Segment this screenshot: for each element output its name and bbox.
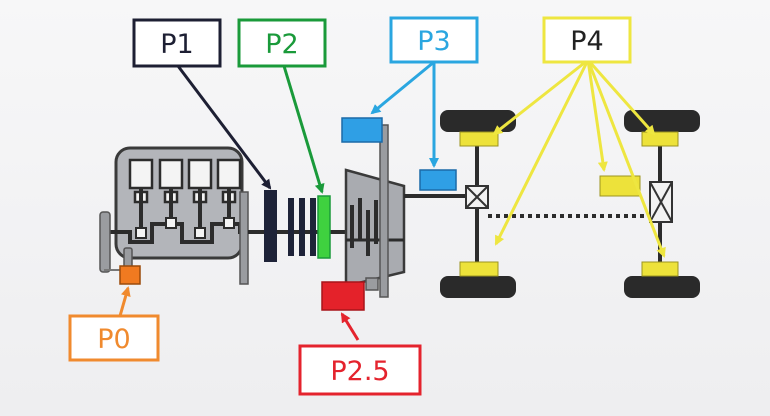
p1-leader-line bbox=[176, 65, 272, 190]
tire-rear-left bbox=[624, 110, 700, 132]
p1-label-box: P1 bbox=[132, 18, 222, 68]
p0-motor bbox=[119, 265, 141, 285]
p3-motor-top bbox=[341, 117, 383, 143]
engine bbox=[104, 146, 268, 260]
p2-label-box: P2 bbox=[237, 18, 327, 68]
p2-5-motor bbox=[321, 281, 365, 311]
p2-motor bbox=[317, 195, 331, 259]
tire-front-right bbox=[440, 276, 516, 298]
front-axle bbox=[440, 110, 516, 298]
p4-hub-front-left bbox=[459, 131, 499, 147]
p4-label-box: P4 bbox=[542, 16, 632, 64]
tire-front-left bbox=[440, 110, 516, 132]
flywheel-gear bbox=[239, 191, 249, 285]
p4-hub-rear-right bbox=[641, 261, 679, 277]
p2-label: P2 bbox=[265, 29, 298, 60]
p2-leader-line bbox=[282, 65, 325, 194]
p1-motor bbox=[264, 190, 277, 262]
p4-rear-axle-motor bbox=[599, 175, 641, 197]
p4-hub-front-right bbox=[459, 261, 499, 277]
p0-leader-line bbox=[118, 286, 131, 317]
p4-hub-rear-left bbox=[641, 131, 679, 147]
gearbox bbox=[344, 124, 406, 298]
front-pulley bbox=[99, 211, 133, 273]
p2-5-label: P2.5 bbox=[330, 356, 389, 387]
p0-label-box: P0 bbox=[68, 314, 160, 362]
p3-motor-output bbox=[419, 169, 457, 191]
p0-label: P0 bbox=[97, 324, 130, 355]
p4-label: P4 bbox=[570, 26, 603, 57]
p2-5-label-box: P2.5 bbox=[298, 344, 422, 396]
clutch bbox=[288, 198, 316, 256]
tire-rear-right bbox=[624, 276, 700, 298]
p4-leader-lines bbox=[492, 58, 666, 258]
p3-leader-line-top bbox=[370, 60, 435, 115]
p2-5-leader-line bbox=[340, 312, 360, 341]
p3-label: P3 bbox=[417, 26, 450, 57]
p3-label-box: P3 bbox=[389, 16, 479, 64]
rear-axle bbox=[599, 110, 700, 298]
p1-label: P1 bbox=[160, 29, 193, 60]
